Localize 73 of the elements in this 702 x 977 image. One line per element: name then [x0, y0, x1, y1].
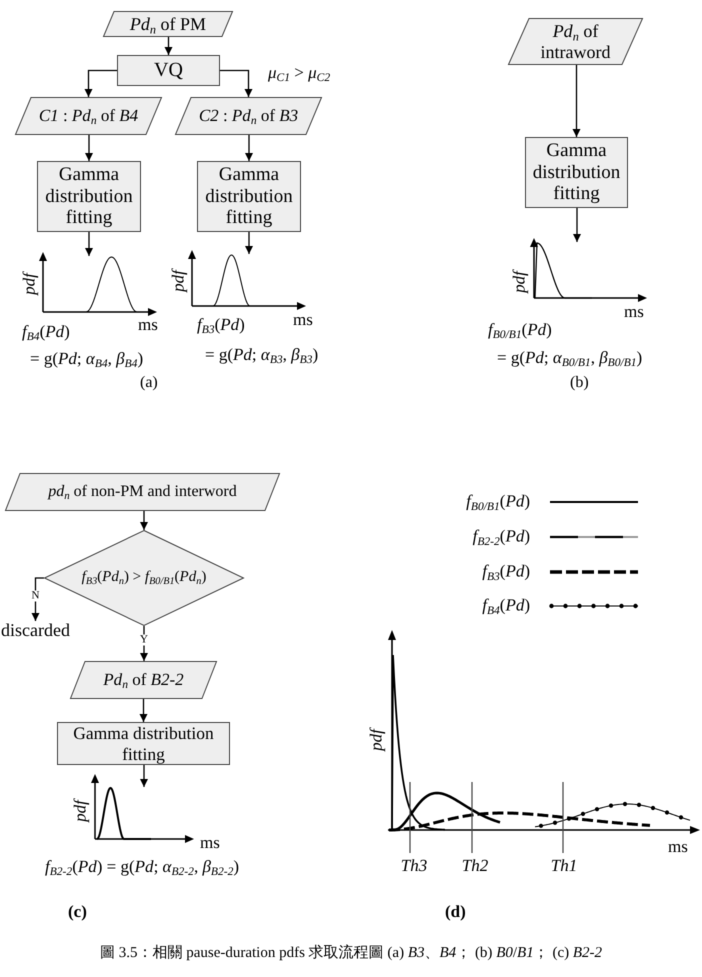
- process-box: [57, 722, 230, 765]
- process-box: [197, 161, 301, 232]
- formula: = g(Pd; α$_{B4}$, β$_{B4}$): [30, 350, 144, 369]
- arrow: [85, 232, 93, 256]
- axis-label: ms: [293, 311, 313, 330]
- input-text: pd$_{n}$ of non-PM and interword: [48, 482, 237, 502]
- edge-label: Y: [139, 634, 149, 645]
- panel-label: (b): [570, 374, 589, 392]
- pdf-curve: [85, 256, 138, 313]
- arrow: [245, 135, 253, 161]
- axis-label: ms: [624, 303, 644, 322]
- step-text: VQ: [154, 59, 183, 82]
- input-parallelogram: [508, 18, 643, 65]
- arrow: [245, 232, 253, 254]
- arrow: [164, 37, 172, 55]
- formula: = g(Pd; α$_{B3}$, β$_{B3}$): [205, 346, 318, 365]
- threshold-label: Th2: [462, 857, 488, 876]
- formula: f$_{B4}$(Pd): [22, 323, 70, 342]
- arrow: [85, 135, 93, 161]
- axis-label: pdf: [368, 729, 386, 751]
- input-parallelogram: [15, 97, 162, 135]
- arrow: [140, 699, 148, 722]
- threshold-label: Th3: [400, 857, 428, 876]
- process-box: [37, 161, 141, 232]
- input-text: C1 : Pd$_{n}$ of B4: [38, 106, 138, 126]
- formula: f$_{B2-2}$(Pd) = g(Pd; α$_{B2-2}$, β$_{B2-2}$): [45, 858, 240, 877]
- step-text: Gamma distribution fitting: [204, 164, 294, 230]
- threshold-label: Th1: [550, 857, 578, 876]
- condition-text: f$_{B3}$(Pd$_{n}$) > f$_{B0/B1}$(Pd$_{n}$): [82, 569, 206, 587]
- process-box: [525, 137, 628, 208]
- step-text: Gamma distribution fitting: [44, 164, 134, 230]
- input-parallelogram: [103, 11, 233, 37]
- step-text: Gamma distribution fitting: [72, 723, 215, 764]
- panel-label: (a): [140, 374, 158, 392]
- legend-label: f$_{B2-2}$(Pd): [472, 528, 530, 546]
- input-text: Pd$_{n}$ of intraword: [540, 20, 612, 62]
- input-parallelogram: [5, 473, 280, 511]
- legend-label: f$_{B4}$(Pd): [482, 596, 530, 616]
- arrow: [220, 70, 252, 97]
- input-text: C2 : Pd$_{n}$ of B3: [198, 106, 298, 126]
- process-box: [117, 55, 220, 86]
- axis-label: ms: [668, 838, 688, 857]
- formula: = g(Pd; α$_{B0/B1}$, β$_{B0/B1}$): [497, 349, 642, 368]
- axis-label: ms: [200, 834, 220, 853]
- formula: f$_{B0/B1}$(Pd): [488, 321, 552, 340]
- arrow: [84, 70, 117, 97]
- panel-label: (d): [445, 903, 466, 922]
- figure-caption: 圖 3.5：相關 pause-duration pdfs 求取流程圖 (a) B3、B4； (b) B0/B1； (c) B2-2: [100, 944, 602, 962]
- input-text: Pd$_{n}$ of B2-2: [103, 670, 184, 690]
- axis-label: pdf: [72, 800, 90, 822]
- arrow: [573, 208, 581, 242]
- axis-label: pdf: [170, 270, 188, 292]
- pdf-curve: [96, 787, 152, 840]
- edge-label: N: [30, 590, 40, 601]
- arrow: [140, 511, 148, 530]
- input-text: Pd$_{n}$ of PM: [130, 14, 206, 34]
- outcome-text: discarded: [1, 621, 70, 641]
- input-parallelogram: [70, 661, 217, 699]
- pdf-curve: [534, 242, 593, 299]
- input-parallelogram: [175, 97, 322, 135]
- arrow: [140, 765, 148, 787]
- formula: f$_{B3}$(Pd): [197, 316, 245, 335]
- legend-label: f$_{B3}$(Pd): [482, 562, 530, 582]
- pdf-curve: [212, 254, 251, 307]
- panel-label: (c): [68, 903, 87, 922]
- arrow: [31, 577, 44, 621]
- arrow: [572, 65, 580, 137]
- axis-label: pdf: [510, 271, 530, 293]
- axis-label: pdf: [20, 273, 40, 295]
- axis-label: ms: [138, 316, 158, 335]
- step-text: Gamma distribution fitting: [532, 140, 622, 206]
- condition-note: μ$_{C1}$ > μ$_{C2}$: [268, 64, 330, 83]
- legend-label: f$_{B0/B1}$(Pd): [466, 492, 530, 512]
